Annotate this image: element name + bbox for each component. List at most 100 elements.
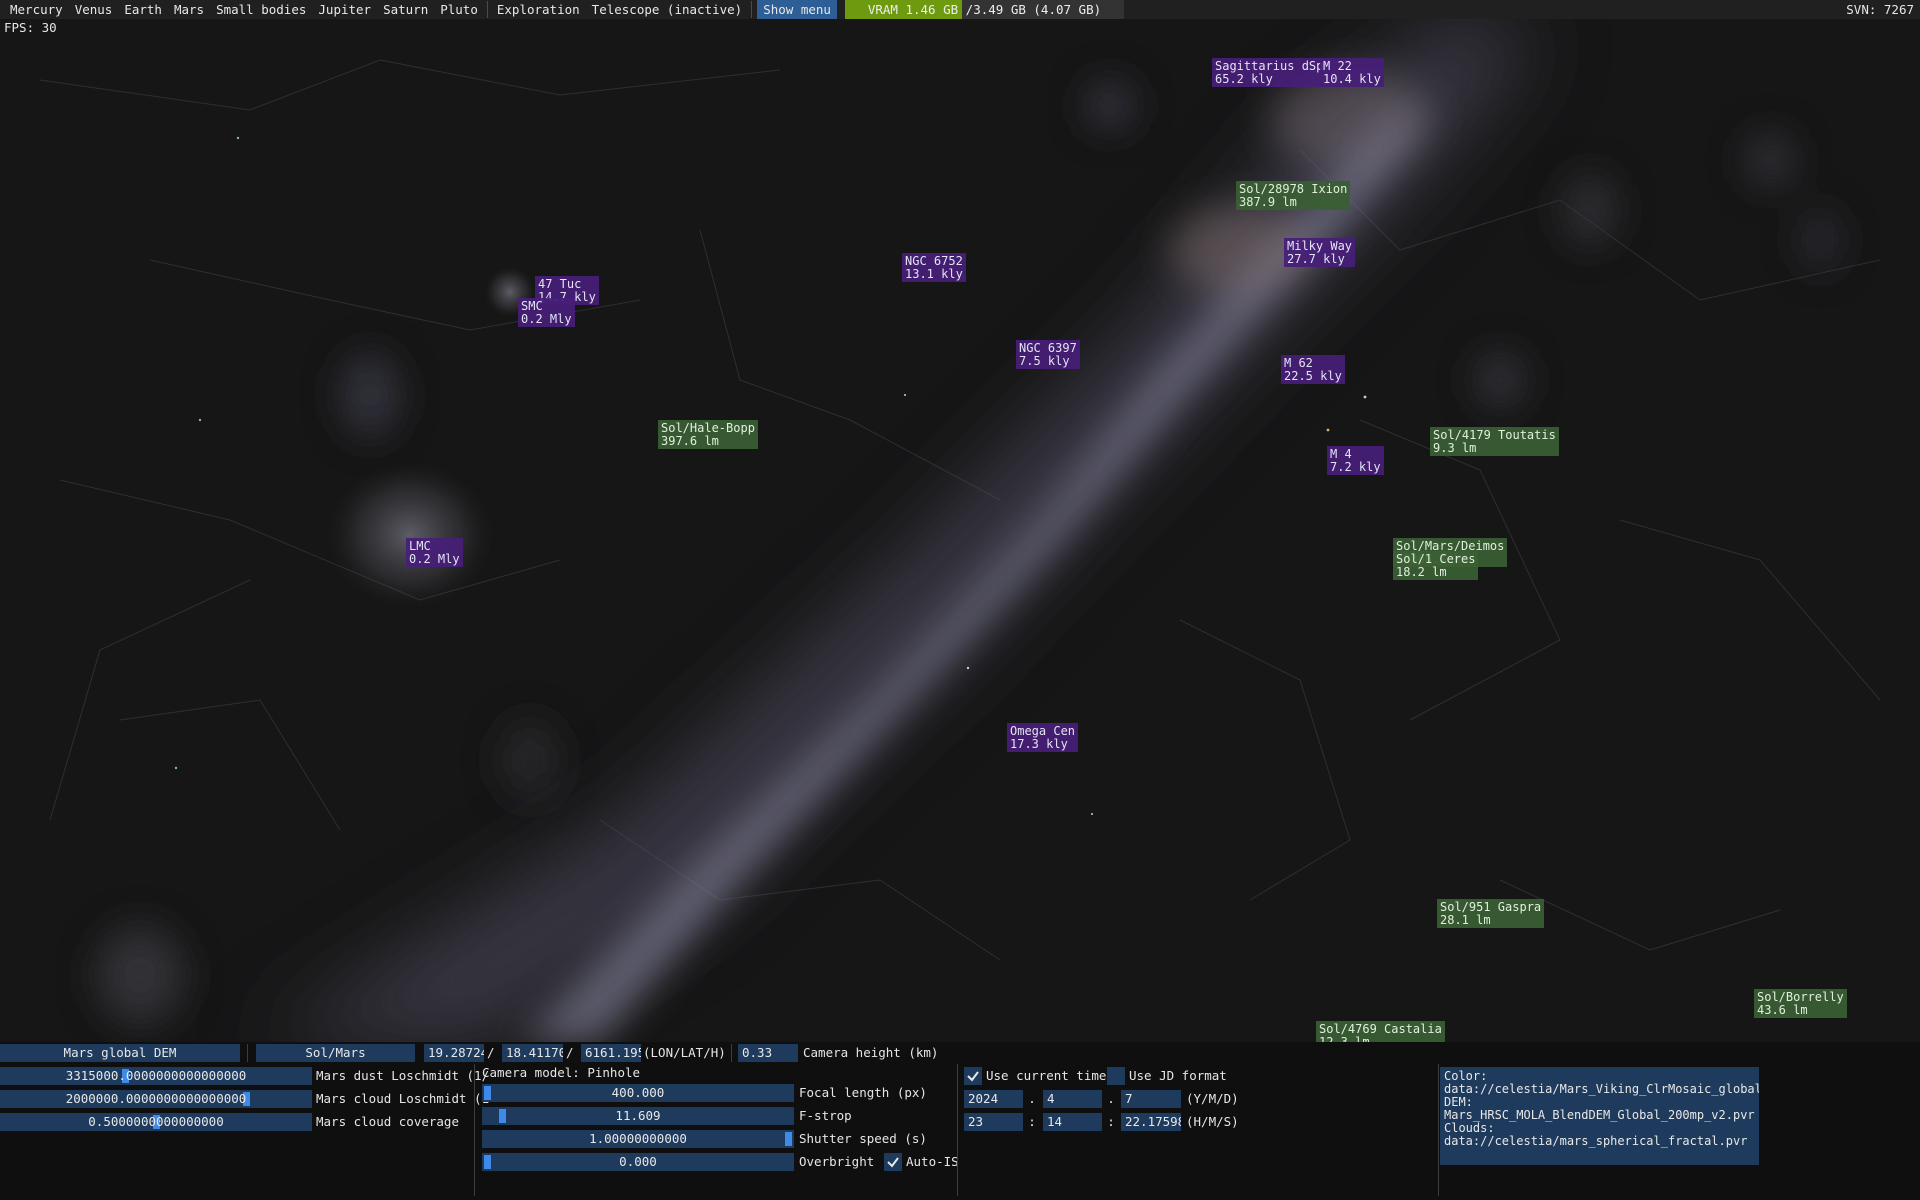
second-field[interactable]: 22.17598: [1121, 1113, 1181, 1131]
mars-cloud-coverage-slider[interactable]: 0.5000000000000000: [0, 1113, 312, 1131]
object-label-distance: 13.1 kly: [905, 267, 963, 281]
menu-saturn[interactable]: Saturn: [383, 2, 429, 17]
mars-dust-loschmidt-value: 3315000.0000000000000000: [65, 1068, 247, 1083]
menu-venus[interactable]: Venus: [74, 2, 113, 17]
object-label-name: Milky Way: [1287, 239, 1353, 253]
hour-field[interactable]: 23: [964, 1113, 1023, 1131]
menu-mercury[interactable]: Mercury: [10, 2, 63, 17]
slash: /: [566, 1045, 574, 1060]
object-label-name: Sol/Borrelly: [1757, 990, 1844, 1004]
use-current-time-checkbox[interactable]: [964, 1067, 982, 1085]
overbright-slider[interactable]: 0.000: [482, 1153, 794, 1171]
menu-earth[interactable]: Earth: [124, 2, 162, 17]
sky-render: [39, 10, 1881, 1042]
focal-length-value: 400.000: [611, 1085, 665, 1100]
object-label-distance: 7.2 kly: [1330, 460, 1381, 474]
focal-length-slider[interactable]: 400.000: [482, 1084, 794, 1102]
nebula-blobs: [95, 80, 1840, 1025]
height-field[interactable]: 6161.195: [581, 1044, 641, 1062]
mars-cloud-loschmidt-caption: Mars cloud Loschmidt (1: [316, 1091, 490, 1106]
f-stop-slider[interactable]: 11.609: [482, 1107, 794, 1125]
divider: [474, 1064, 475, 1196]
object-label-distance: 397.6 lm: [661, 434, 719, 448]
camera-height-field[interactable]: 0.33: [738, 1044, 798, 1062]
sky-view[interactable]: [0, 0, 1920, 1042]
check-icon: [967, 1071, 979, 1082]
slider-grab[interactable]: [785, 1132, 792, 1146]
show-menu-button[interactable]: Show menu: [757, 0, 837, 19]
time-separator: :: [1107, 1114, 1115, 1129]
object-label-name: LMC: [409, 539, 431, 553]
slider-grab[interactable]: [499, 1109, 506, 1123]
use-jd-format-checkbox[interactable]: [1107, 1067, 1125, 1085]
shutter-speed-slider[interactable]: 1.00000000000: [482, 1130, 794, 1148]
menu-telescope[interactable]: Telescope (inactive): [591, 2, 743, 17]
object-label-name: Sol/4769 Castalia: [1319, 1022, 1442, 1036]
month-field[interactable]: 4: [1043, 1090, 1102, 1108]
slider-grab[interactable]: [153, 1115, 160, 1129]
latitude-field[interactable]: 18.41170: [502, 1044, 563, 1062]
object-label-name: 47 Tuc: [538, 277, 582, 291]
slider-grab[interactable]: [484, 1155, 491, 1169]
use-current-time-label: Use current time: [986, 1068, 1107, 1083]
vram-meter: VRAM 1.46 GB /3.49 GB (4.07 GB): [845, 0, 1124, 19]
body-select-button[interactable]: Sol/Mars: [256, 1044, 415, 1062]
auto-is-checkbox[interactable]: [884, 1153, 902, 1171]
menu-exploration[interactable]: Exploration: [496, 2, 580, 17]
check-icon: [887, 1157, 899, 1168]
svn-version: SVN: 7267: [1846, 2, 1914, 17]
object-label-name: M 4: [1330, 447, 1352, 461]
fps-counter: FPS: 30: [4, 20, 57, 35]
divider: [247, 1044, 248, 1062]
coord-caption: (LON/LAT/H): [643, 1045, 726, 1060]
object-label-name: Sol/1 Ceres: [1396, 552, 1476, 566]
year-field[interactable]: 2024: [964, 1090, 1023, 1108]
menu-mars[interactable]: Mars: [173, 2, 205, 17]
object-label-distance: 7.5 kly: [1019, 354, 1070, 368]
slider-grab[interactable]: [122, 1069, 129, 1083]
vram-meter-text: VRAM 1.46 GB /3.49 GB (4.07 GB): [867, 2, 1102, 17]
mars-global-dem-button[interactable]: Mars global DEM: [0, 1044, 240, 1062]
menu-jupiter[interactable]: Jupiter: [318, 2, 372, 17]
menu-small-bodies[interactable]: Small bodies: [216, 2, 307, 17]
f-stop-value: 11.609: [615, 1108, 661, 1123]
minute-field[interactable]: 14: [1043, 1113, 1102, 1131]
slider-grab[interactable]: [243, 1092, 250, 1106]
divider: [957, 1064, 958, 1196]
vram-meter-fill: [845, 0, 963, 19]
longitude-field[interactable]: 19.28724: [424, 1044, 484, 1062]
object-label-distance: 43.6 lm: [1757, 1003, 1808, 1017]
object-label-name: SMC: [521, 299, 543, 313]
mars-cloud-loschmidt-value: 2000000.0000000000000000: [65, 1091, 247, 1106]
object-label-name: Sol/28978 Ixion: [1239, 182, 1348, 196]
mars-cloud-coverage-value: 0.5000000000000000: [88, 1114, 224, 1129]
time-separator: :: [1028, 1114, 1036, 1129]
mars-cloud-loschmidt-slider[interactable]: 2000000.0000000000000000: [0, 1090, 312, 1108]
divider: [731, 1044, 732, 1062]
menu-pluto[interactable]: Pluto: [440, 2, 478, 17]
menu-separator: [751, 1, 753, 18]
object-label-name: Sol/4179 Toutatis: [1433, 428, 1556, 442]
object-label-name: Sol/Hale-Bopp: [661, 421, 755, 435]
mars-dust-loschmidt-slider[interactable]: 3315000.0000000000000000: [0, 1067, 312, 1085]
focal-length-caption: Focal length (px): [799, 1085, 927, 1100]
slider-grab[interactable]: [484, 1086, 491, 1100]
day-field[interactable]: 7: [1121, 1090, 1181, 1108]
mars-dust-loschmidt-caption: Mars dust Loschmidt (1/: [316, 1068, 490, 1083]
